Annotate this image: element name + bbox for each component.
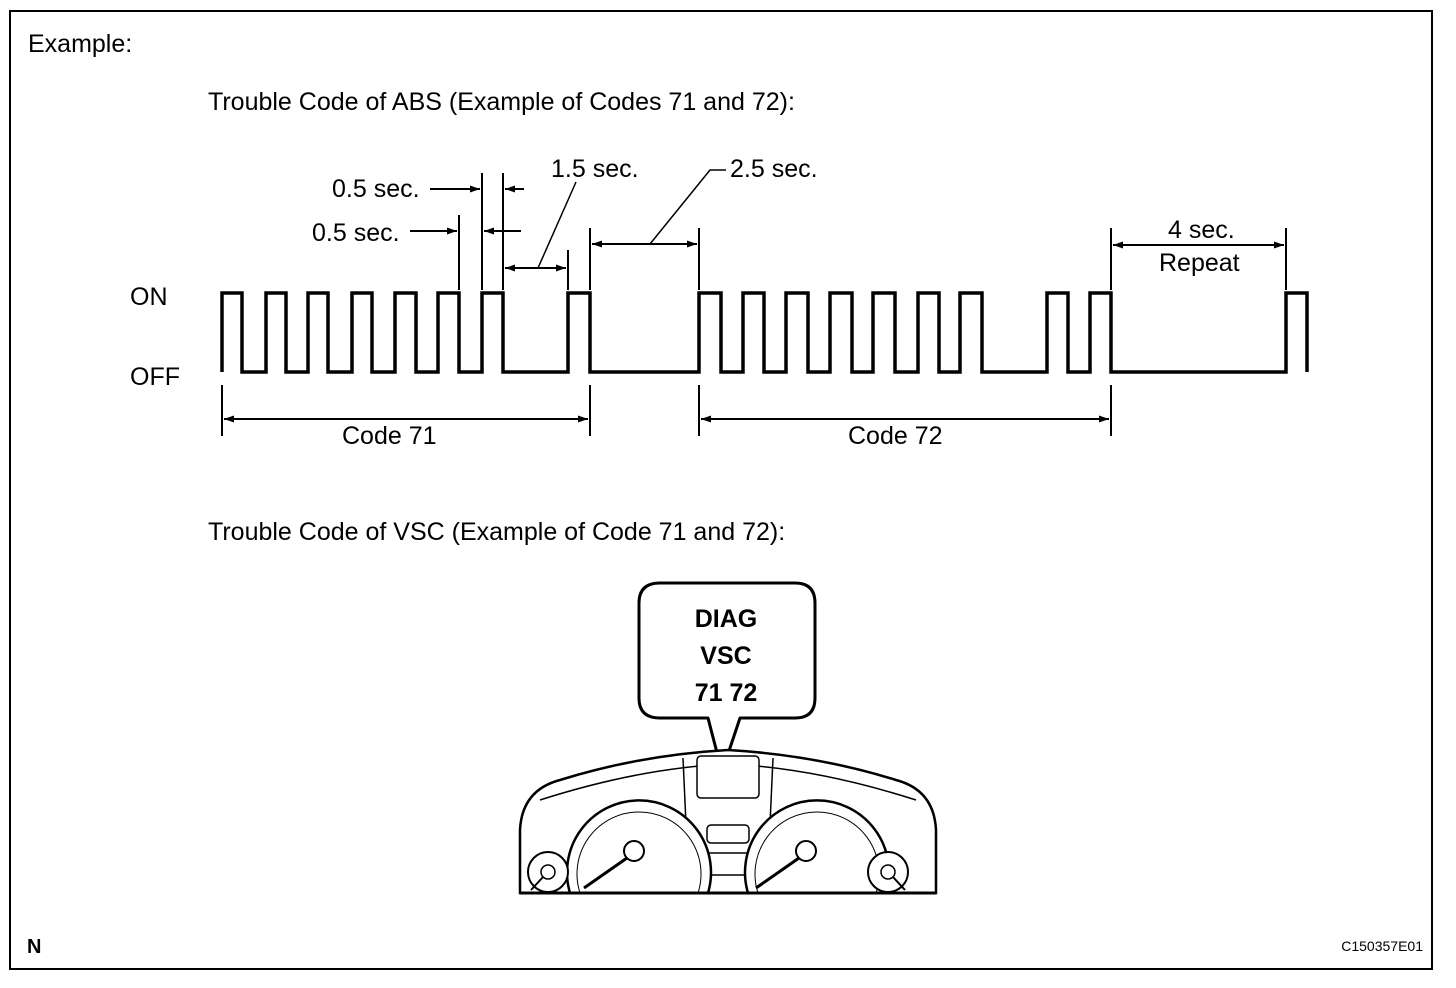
pulse-on-label: 0.5 sec. [332,175,420,203]
repeat-label: Repeat [1159,249,1240,277]
display-line-diag: DIAG [695,605,758,633]
figure-id: C150357E01 [1341,938,1423,954]
code71-label: Code 71 [342,422,437,450]
digit-gap-leader [537,181,577,269]
instrument-cluster [518,748,938,895]
vsc-title: Trouble Code of VSC (Example of Code 71 … [208,518,785,546]
repeat-gap-label: 4 sec. [1168,216,1235,244]
code72-label: Code 72 [848,422,943,450]
pulse-off-label: 0.5 sec. [312,219,400,247]
pulse-waveform [220,291,1309,374]
n-mark: N [27,936,41,958]
display-callout [637,581,817,774]
example-label: Example: [28,30,132,58]
off-label: OFF [130,363,180,391]
digit-gap-label: 1.5 sec. [551,155,639,183]
on-label: ON [130,283,168,311]
code-gap-label: 2.5 sec. [730,155,818,183]
display-line-vsc: VSC [700,642,751,670]
abs-title: Trouble Code of ABS (Example of Codes 71… [208,88,795,116]
display-line-codes: 71 72 [695,679,758,707]
code-gap-leader [649,169,726,245]
